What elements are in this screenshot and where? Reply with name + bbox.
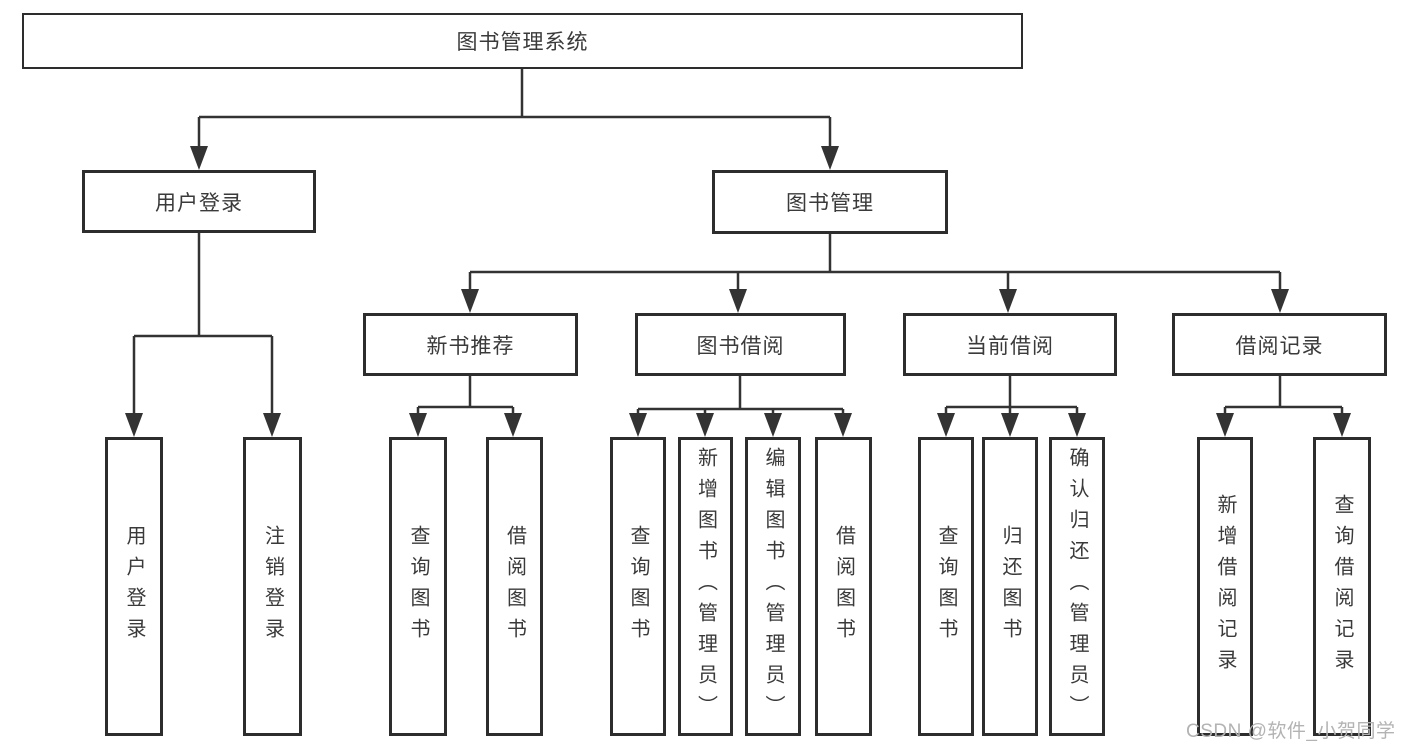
node-user-login: 用户登录: [82, 170, 316, 233]
node-current-borrow: 当前借阅: [903, 313, 1117, 376]
node-label: 用户登录: [155, 191, 243, 215]
leaf-label: 注销登录: [261, 524, 284, 649]
leaf-add-borrow-record: 新增借阅记录: [1197, 437, 1253, 736]
leaf-query-borrow-record: 查询借阅记录: [1313, 437, 1371, 736]
leaf-label: 查询图书: [627, 524, 649, 649]
node-label: 图书管理系统: [456, 31, 589, 54]
node-label: 新书推荐: [426, 334, 515, 358]
leaf-label: 借阅图书: [503, 524, 526, 649]
node-library-management-system: 图书管理系统: [22, 13, 1023, 69]
leaf-label: 确认归还（管理员）: [1066, 447, 1088, 726]
node-book-management: 图书管理: [712, 170, 948, 234]
leaf-label: 新增借阅记录: [1214, 493, 1236, 680]
node-book-borrow: 图书借阅: [635, 313, 846, 376]
watermark: CSDN @软件_小贺同学: [1186, 721, 1396, 742]
leaf-label: 归还图书: [999, 524, 1021, 649]
leaf-borrow-books: 借阅图书: [815, 437, 872, 736]
node-label: 图书管理: [786, 192, 874, 215]
leaf-confirm-return-admin: 确认归还（管理员）: [1049, 437, 1105, 736]
node-label: 借阅记录: [1235, 334, 1324, 358]
leaf-borrow-books-recommend: 借阅图书: [486, 437, 543, 736]
leaf-label: 编辑图书（管理员）: [762, 447, 784, 726]
leaf-label: 借阅图书: [832, 524, 855, 649]
leaf-label: 查询图书: [407, 524, 429, 649]
node-label: 图书借阅: [696, 334, 785, 358]
leaf-query-books-current: 查询图书: [918, 437, 974, 736]
leaf-logout: 注销登录: [243, 437, 302, 736]
leaf-return-book: 归还图书: [982, 437, 1038, 736]
leaf-label: 用户登录: [123, 524, 145, 649]
node-label: 当前借阅: [966, 334, 1054, 358]
leaf-add-book-admin: 新增图书（管理员）: [678, 437, 733, 736]
node-new-book-recommend: 新书推荐: [363, 313, 578, 376]
leaf-query-books-recommend: 查询图书: [389, 437, 447, 736]
node-borrow-records: 借阅记录: [1172, 313, 1387, 376]
leaf-label: 查询借阅记录: [1331, 493, 1353, 680]
leaf-label: 查询图书: [935, 524, 957, 649]
leaf-query-books-borrow: 查询图书: [610, 437, 666, 736]
leaf-user-login: 用户登录: [105, 437, 163, 736]
leaf-label: 新增图书（管理员）: [694, 447, 717, 726]
leaf-edit-book-admin: 编辑图书（管理员）: [745, 437, 801, 736]
